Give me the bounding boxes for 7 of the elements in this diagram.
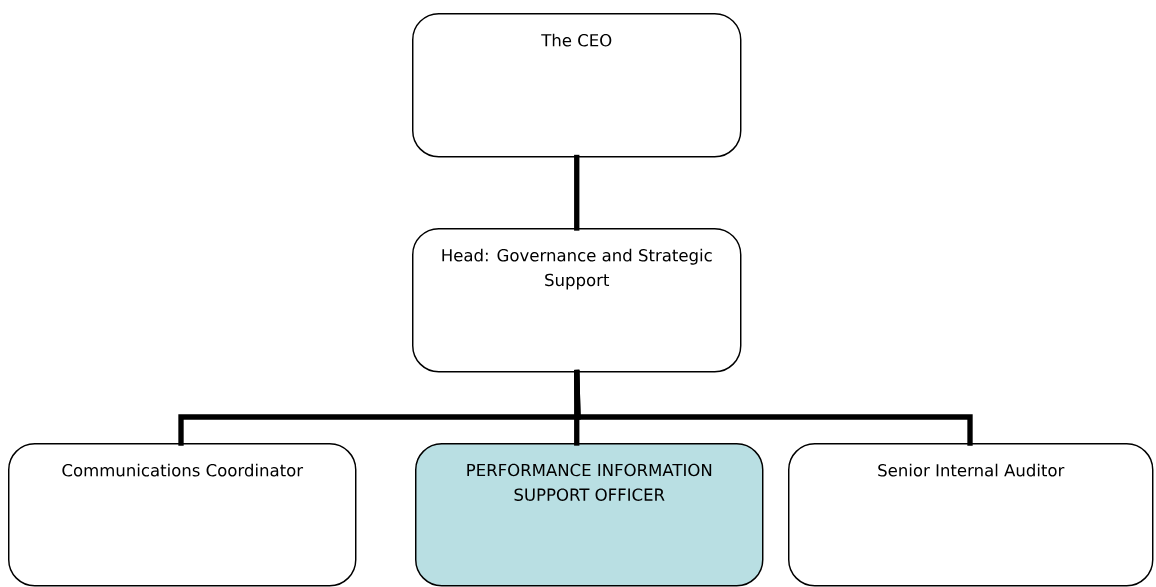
connector-line [574, 154, 580, 231]
org-box: Communications Coordinator [8, 443, 357, 587]
org-box: Senior Internal Auditor [788, 443, 1154, 587]
connector-line [574, 369, 973, 446]
org-box: Head: Governance and Strategic Support [412, 228, 742, 373]
org-box: The CEO [412, 13, 742, 158]
org-box: PERFORMANCE INFORMATION SUPPORT OFFICER [415, 443, 764, 587]
